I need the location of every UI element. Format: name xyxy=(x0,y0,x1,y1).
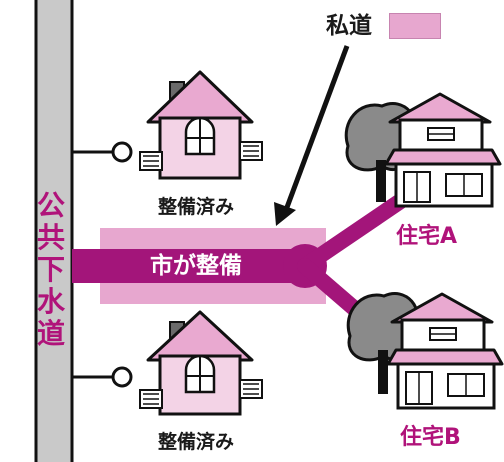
public-sewer-main xyxy=(36,0,72,462)
maintained-label-top: 整備済み xyxy=(158,196,235,218)
public-sewer-char: 共 xyxy=(36,221,65,254)
house-top-icon xyxy=(139,70,263,180)
city-maintained-label: 市が整備 xyxy=(150,253,242,279)
public-sewer-label: 公 共 下 水 道 xyxy=(34,190,68,350)
house-b-icon xyxy=(386,292,504,410)
public-sewer-char: 水 xyxy=(36,285,65,318)
city-pipe xyxy=(72,249,310,283)
house-b-label: 住宅B xyxy=(400,425,461,450)
private-road-arrow xyxy=(283,45,350,211)
private-road-legend-swatch xyxy=(389,13,441,39)
private-road-label: 私道 xyxy=(326,13,372,39)
public-sewer-char: 下 xyxy=(36,253,65,286)
public-sewer-char: 公 xyxy=(36,189,65,222)
house-a-icon xyxy=(384,92,502,208)
branch-to-house-a xyxy=(297,190,413,274)
maintained-label-bottom: 整備済み xyxy=(158,431,235,453)
public-sewer-char: 道 xyxy=(36,317,65,350)
connection-top xyxy=(72,141,133,163)
house-a-label: 住宅A xyxy=(396,224,458,249)
house-bottom-icon xyxy=(139,310,263,416)
connection-bottom xyxy=(72,366,133,388)
